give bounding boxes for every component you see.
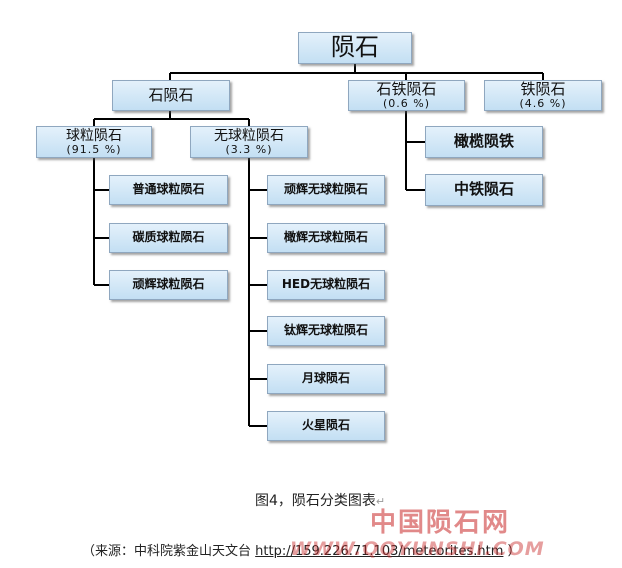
leaf-label: 碳质球粒陨石 — [132, 230, 205, 245]
watermark-site-name: 中国陨石网 — [370, 508, 511, 538]
leaf-label: 普通球粒陨石 — [132, 182, 205, 197]
source-link[interactable]: http://159.226.71.103/meteorites.htm — [255, 544, 504, 559]
node-stony-iron-label: 石铁陨石 — [376, 79, 437, 98]
node-achondrite-percent: (3.3 %) — [225, 142, 273, 156]
node-stony-meteorite: 石陨石 — [112, 80, 230, 111]
leaf-enstatite-achondrite: 顽辉无球粒陨石 — [267, 175, 385, 205]
source-suffix: ） — [507, 544, 521, 559]
leaf-label: 橄辉无球粒陨石 — [283, 230, 368, 245]
leaf-label: 月球陨石 — [301, 371, 350, 386]
caption-text: 图4，陨石分类图表 — [255, 493, 376, 509]
leaf-label: 中铁陨石 — [453, 180, 514, 199]
leaf-label: 火星陨石 — [301, 418, 350, 433]
paragraph-mark: ↵ — [375, 495, 386, 508]
leaf-label: 顽辉球粒陨石 — [132, 277, 205, 292]
leaf-carbonaceous-chondrite: 碳质球粒陨石 — [109, 223, 228, 253]
node-iron-label: 铁陨石 — [520, 79, 566, 98]
watermark-site-url: WWW.QQYUNSHI.COM — [290, 538, 545, 560]
figure-caption: 图4，陨石分类图表↵ — [255, 490, 385, 510]
leaf-mesosiderite: 中铁陨石 — [425, 174, 543, 206]
leaf-lunar-meteorite: 月球陨石 — [267, 364, 385, 394]
node-chondrite-percent: (91.5 %) — [66, 142, 122, 156]
node-achondrite-label: 无球粒陨石 — [214, 127, 284, 144]
node-iron-meteorite: 铁陨石 (4.6 %) — [484, 80, 602, 111]
leaf-label: 橄榄陨铁 — [453, 132, 514, 151]
source-line: （来源：中科院紫金山天文台 http://159.226.71.103/mete… — [82, 540, 521, 559]
node-stony-label: 石陨石 — [148, 85, 194, 104]
node-chondrite: 球粒陨石 (91.5 %) — [36, 126, 152, 158]
node-stony-iron-percent: (0.6 %) — [382, 96, 431, 110]
leaf-martian-meteorite: 火星陨石 — [267, 411, 385, 441]
leaf-olivine-pyroxene-achondrite: 橄辉无球粒陨石 — [267, 223, 385, 253]
node-stony-iron-meteorite: 石铁陨石 (0.6 %) — [348, 80, 465, 111]
leaf-ordinary-chondrite: 普通球粒陨石 — [109, 175, 228, 205]
leaf-label: 顽辉无球粒陨石 — [283, 182, 368, 197]
node-achondrite: 无球粒陨石 (3.3 %) — [190, 126, 308, 158]
node-chondrite-label: 球粒陨石 — [66, 127, 122, 144]
node-root-meteorite: 陨石 — [298, 32, 412, 64]
node-root-label: 陨石 — [331, 33, 379, 62]
node-iron-percent: (4.6 %) — [519, 96, 567, 110]
leaf-label: 钛辉无球粒陨石 — [283, 323, 368, 338]
leaf-hed-achondrite: HED无球粒陨石 — [267, 270, 385, 300]
leaf-enstatite-chondrite: 顽辉球粒陨石 — [109, 270, 228, 300]
leaf-titanium-pyroxene-achondrite: 钛辉无球粒陨石 — [267, 316, 385, 346]
leaf-pallasite: 橄榄陨铁 — [425, 126, 543, 158]
leaf-label: HED无球粒陨石 — [281, 277, 371, 292]
source-prefix: （来源：中科院紫金山天文台 — [82, 544, 252, 559]
